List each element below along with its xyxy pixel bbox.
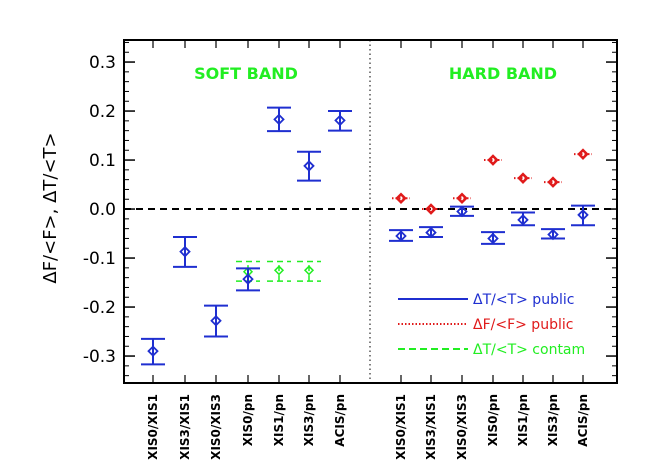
y-axis-label: ΔF/<F>, ΔT/<T> (40, 132, 61, 283)
category-label: XIS1/pn (516, 394, 530, 446)
category-label: XIS3/pn (302, 394, 316, 446)
public-F-point (456, 192, 468, 205)
legend-label: ΔF/<F> public (473, 317, 573, 333)
public-T-point (210, 314, 222, 327)
data-marks (141, 106, 595, 366)
public-F-point (577, 148, 589, 160)
public-T-error-bar (267, 106, 291, 133)
y-tick-label: 0.1 (89, 151, 116, 171)
y-tick-label: -0.3 (83, 347, 116, 367)
contam-point (273, 265, 285, 276)
public-T-point (395, 230, 407, 242)
public-T-error-bar (236, 267, 260, 292)
public-T-point (487, 232, 499, 245)
public-F-point (487, 154, 499, 166)
public-F-point (547, 176, 559, 188)
category-label: XIS3/XIS1 (178, 394, 192, 460)
public-T-point (242, 273, 254, 285)
y-tick-label: 0.2 (89, 102, 116, 122)
category-label: XIS0/XIS1 (394, 394, 408, 460)
public-T-point (179, 245, 191, 258)
public-T-point (334, 114, 346, 127)
public-T-error-bar (297, 150, 321, 182)
category-label: XIS0/XIS3 (209, 394, 223, 460)
public-T-error-bar (571, 204, 595, 227)
category-label: XIS0/XIS3 (455, 394, 469, 460)
public-F-point (395, 192, 407, 205)
public-T-point (517, 214, 529, 226)
category-label: XIS0/pn (241, 394, 255, 446)
y-tick-label: -0.2 (83, 298, 116, 318)
category-label: XIS3/pn (546, 394, 560, 446)
contam-error-bar (297, 260, 321, 282)
public-T-error-bar (141, 337, 165, 366)
public-T-error-bar (173, 235, 197, 268)
category-label: ACIS/pn (576, 394, 590, 447)
legend-label: ΔT/<T> contam (473, 342, 585, 358)
public-T-point (273, 113, 285, 126)
public-T-point (547, 228, 559, 241)
public-F-point (517, 172, 529, 184)
category-label: XIS0/pn (486, 394, 500, 446)
public-T-error-bar (204, 304, 228, 338)
axes (123, 39, 618, 384)
contam-error-bar (267, 260, 291, 282)
category-label: XIS3/XIS1 (424, 394, 438, 460)
category-label: XIS1/pn (272, 394, 286, 446)
contam-point (303, 265, 315, 276)
band-label: HARD BAND (449, 64, 557, 83)
band-label: SOFT BAND (194, 64, 298, 83)
public-T-point (577, 209, 589, 221)
y-tick-label: 0.3 (89, 53, 116, 73)
public-F-point (425, 203, 437, 215)
public-T-point (303, 160, 315, 172)
category-label: ACIS/pn (333, 394, 347, 447)
public-T-point (425, 226, 437, 239)
y-tick-label: 0.0 (89, 200, 116, 220)
public-T-error-bar (328, 110, 352, 132)
public-T-point (456, 205, 468, 218)
category-label: XIS0/XIS1 (146, 394, 160, 460)
y-tick-label: -0.1 (83, 249, 116, 269)
legend-label: ΔT/<T> public (473, 292, 574, 308)
public-T-point (147, 345, 159, 357)
